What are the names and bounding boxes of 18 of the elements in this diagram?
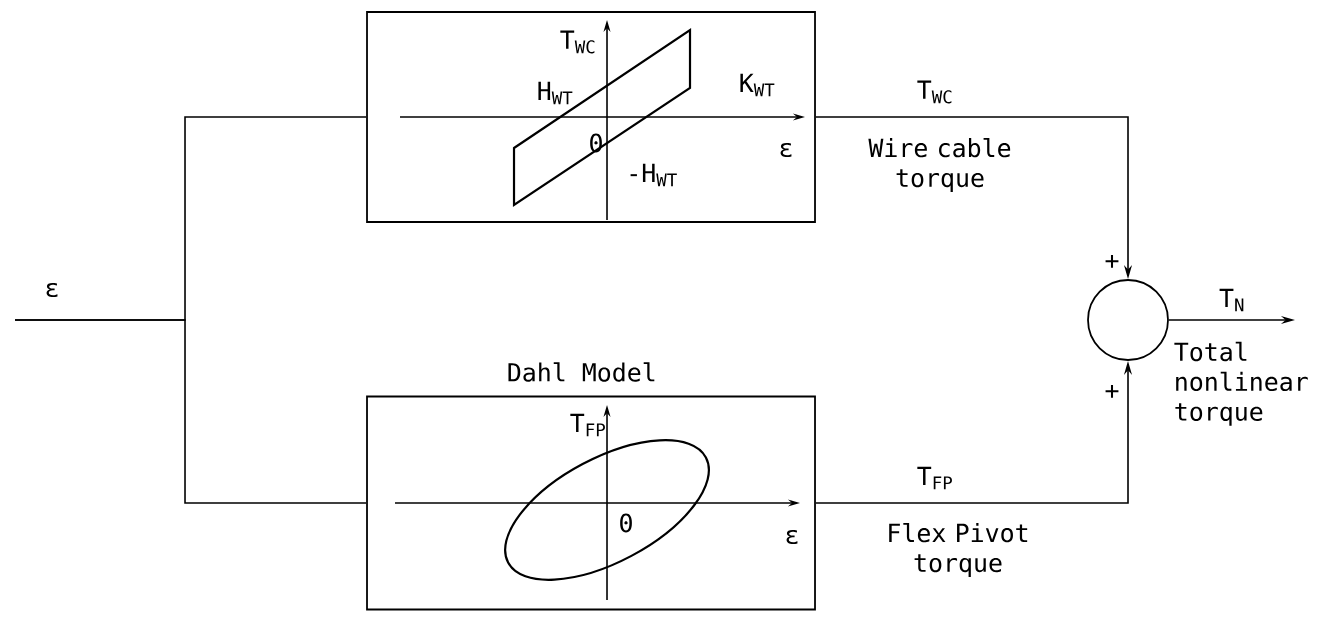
axis-label: ε bbox=[786, 529, 798, 545]
axis-label: T$_{FP}$ bbox=[570, 413, 605, 437]
edge-label: T$_{FP}$ bbox=[915, 465, 955, 491]
axis-label: K$_{WT}$ bbox=[740, 73, 775, 97]
edge-label: ε bbox=[43, 281, 61, 299]
block-title: Dahl Model bbox=[508, 362, 655, 382]
sign-label: + bbox=[1105, 254, 1119, 268]
axis-label: T$_{WC}$ bbox=[560, 30, 595, 54]
output-label: Total nonlinear torque bbox=[1174, 341, 1308, 426]
signal-description: Wire cable torque bbox=[868, 137, 1011, 193]
sign-label: + bbox=[1105, 384, 1119, 398]
axis-label: H$_{WT}$ bbox=[538, 81, 573, 105]
axis-label: ε bbox=[780, 142, 792, 158]
signal-description: Flex Pivot torque bbox=[889, 522, 1028, 578]
edge-label: T$_{N}$ bbox=[1218, 287, 1246, 313]
axis-label: -H$_{WT}$ bbox=[630, 163, 677, 187]
axis-label: 0 bbox=[620, 513, 632, 533]
edge-label: T$_{WC}$ bbox=[915, 79, 955, 105]
